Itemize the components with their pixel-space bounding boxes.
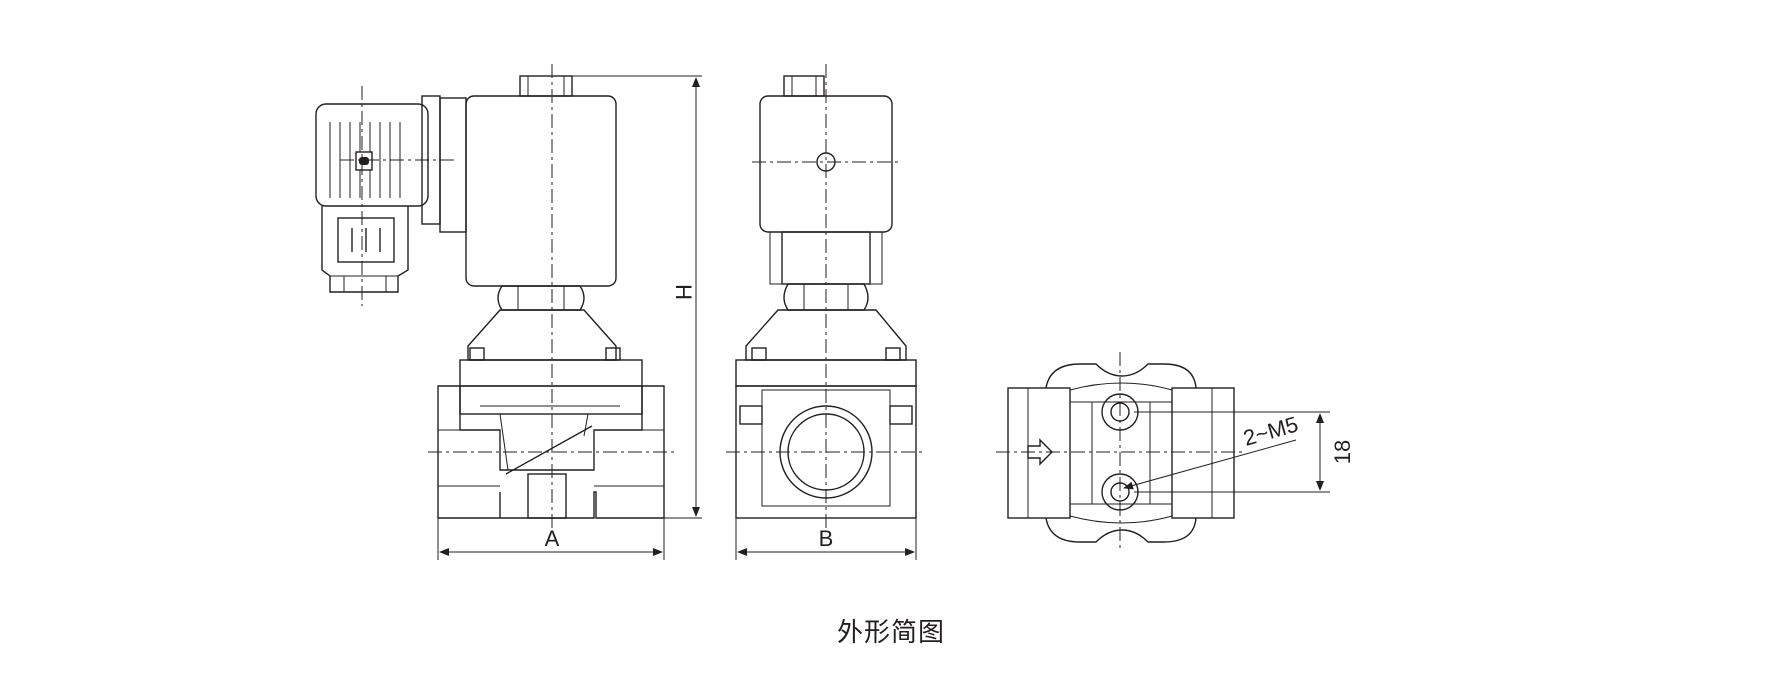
front-view: B (726, 64, 926, 560)
bottom-view: 18 2~M5 (996, 352, 1355, 552)
side-view: H A (315, 64, 702, 560)
dimension-label-h: H (671, 284, 696, 300)
valve-outline-drawing: H A B (315, 64, 1355, 560)
dimension-label-b: B (819, 526, 834, 551)
figure-caption: 外形简图 (836, 618, 945, 648)
solenoid-coil (465, 75, 617, 287)
connector-plug (315, 86, 467, 306)
dimension-label-18: 18 (1330, 440, 1355, 464)
thread-callout-2-m5: 2~M5 (1240, 411, 1300, 450)
dimension-label-a: A (545, 526, 560, 551)
flow-direction-arrow-icon (1027, 438, 1053, 466)
